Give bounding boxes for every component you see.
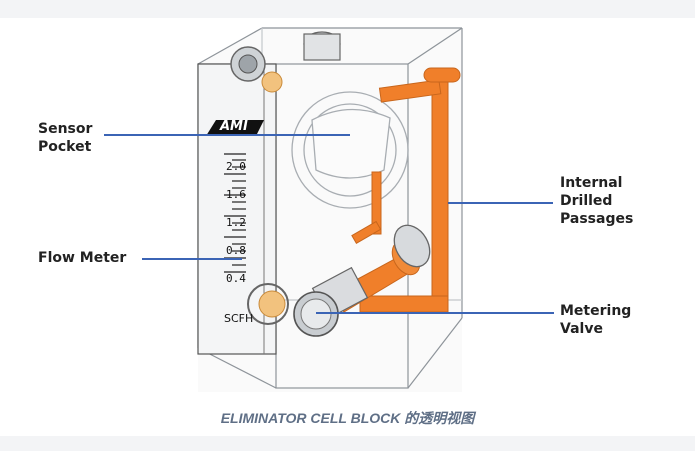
leader-metering-valve — [316, 312, 554, 314]
label-sensor-pocket: Sensor Pocket — [38, 121, 93, 155]
label-flow-meter: Flow Meter — [38, 250, 127, 266]
tick-label: 0.8 — [226, 244, 246, 257]
figure-caption: ELIMINATOR CELL BLOCK 的透明视图 — [220, 410, 475, 426]
leader-flow-meter — [142, 258, 242, 260]
label-metering-valve: Metering Valve — [560, 303, 632, 337]
flowmeter-unit: SCFH — [224, 312, 254, 325]
leader-internal-passages — [448, 202, 553, 204]
tick-label: 0.4 — [226, 272, 246, 285]
tick-label: 2.0 — [226, 160, 246, 173]
flowmeter-scale — [224, 153, 246, 273]
leader-sensor-pocket — [104, 134, 350, 136]
flowmeter-brand: AMI — [220, 119, 248, 134]
tick-label: 1.2 — [226, 216, 246, 229]
tick-label: 1.6 — [226, 188, 246, 201]
ami-logo — [206, 120, 264, 136]
label-internal-passages: Internal Drilled Passages — [560, 175, 634, 227]
